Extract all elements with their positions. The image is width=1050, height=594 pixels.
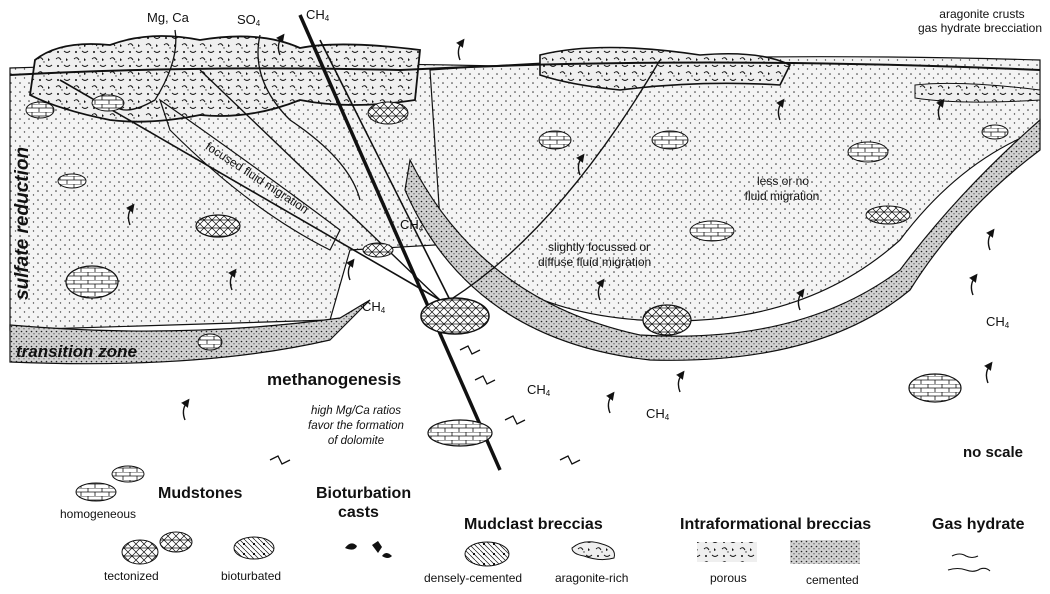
legend-mudstones-title: Mudstones	[158, 485, 242, 503]
legend-mudstone-tectonized-symbol	[122, 540, 158, 564]
legend-aragonite-rich-label: aragonite-rich	[555, 572, 628, 586]
label-transition-zone: transition zone	[16, 342, 137, 362]
label-gas-hydrate-brecciation: gas hydrate brecciation	[910, 22, 1050, 36]
legend-intraformational-porous-symbol	[697, 542, 757, 562]
label-ch4-center-sub: 4	[419, 224, 423, 233]
label-slightly-focussed-2: diffuse fluid migration	[538, 256, 651, 270]
mudstone-concretion	[58, 174, 86, 188]
label-ch4-fault: CH4	[527, 383, 550, 398]
legend-intraformational-title: Intraformational breccias	[680, 516, 871, 534]
label-so4: SO4	[237, 13, 260, 28]
label-aragonite-crusts: aragonite crusts	[927, 8, 1037, 22]
label-ch4-bottom-sub: 4	[665, 413, 669, 422]
mudstone-concretion	[26, 102, 54, 118]
legend-gas-hydrate-symbol	[948, 554, 990, 571]
label-high-mg-ca-2: favor the formation	[296, 420, 416, 433]
label-ch4-center-base: CH	[400, 217, 419, 232]
legend-intraformational-cemented-symbol	[790, 540, 860, 564]
label-methanogenesis: methanogenesis	[267, 370, 401, 390]
breccia-cap-right	[540, 48, 790, 91]
label-no-scale: no scale	[963, 444, 1023, 461]
legend-bioturbation-title-2: casts	[338, 504, 379, 522]
label-ch4-center: CH4	[400, 218, 423, 233]
legend-densely-cemented-label: densely-cemented	[424, 572, 522, 586]
label-ch4-top: CH4	[306, 8, 329, 23]
legend-porous-label: porous	[710, 572, 747, 586]
label-high-mg-ca-1: high Mg/Ca ratios	[296, 405, 416, 418]
mudstone-concretion	[982, 125, 1008, 139]
label-ch4-right-base: CH	[986, 314, 1005, 329]
mudstone-concretion	[428, 420, 492, 446]
legend-mudclast-densely-cemented-symbol	[465, 542, 509, 566]
legend-mudstone-tectonized-symbol	[160, 532, 192, 552]
label-ch4-base: CH	[306, 7, 325, 22]
label-ch4-sub: 4	[325, 14, 329, 23]
legend-homogeneous-label: homogeneous	[60, 508, 136, 522]
mudstone-concretion	[363, 243, 393, 257]
mudstone-concretion	[866, 206, 910, 224]
label-so4-base: SO	[237, 12, 256, 27]
label-ch4-left-base: CH	[362, 299, 381, 314]
mudstone-concretion	[92, 95, 124, 111]
label-ch4-right-sub: 4	[1005, 321, 1009, 330]
label-less-or-no-1: less or no	[738, 175, 828, 189]
label-ch4-right: CH4	[986, 315, 1009, 330]
mudstone-concretion	[848, 142, 888, 162]
legend-mudstone-homogeneous-symbol	[112, 466, 144, 482]
legend-mudstone-homogeneous-symbol	[76, 483, 116, 501]
legend-bioturbation-title-1: Bioturbation	[316, 485, 411, 503]
mudstone-concretion	[690, 221, 734, 241]
legend-gas-hydrate-title: Gas hydrate	[932, 516, 1024, 534]
label-ch4-fault-sub: 4	[546, 389, 550, 398]
mudstone-concretion	[198, 334, 222, 350]
mudstone-concretion	[196, 215, 240, 237]
legend-cemented-label: cemented	[806, 574, 859, 588]
label-sulfate-reduction: sulfate reduction	[12, 147, 34, 300]
legend-mudclast-title: Mudclast breccias	[464, 516, 603, 534]
label-ch4-left: CH4	[362, 300, 385, 315]
label-less-or-no-2: fluid migration	[732, 190, 832, 204]
legend-bioturbation-casts-symbol	[345, 541, 392, 558]
label-so4-sub: 4	[256, 19, 260, 28]
label-ch4-fault-base: CH	[527, 382, 546, 397]
label-ch4-bottom-base: CH	[646, 406, 665, 421]
mudstone-concretion	[643, 305, 691, 335]
label-ch4-left-sub: 4	[381, 306, 385, 315]
mudstone-concretion	[909, 374, 961, 402]
label-slightly-focussed-1: slightly focussed or	[548, 241, 650, 255]
label-ch4-bottom: CH4	[646, 407, 669, 422]
label-mg-ca: Mg, Ca	[147, 11, 189, 26]
mudstone-concretion	[539, 131, 571, 149]
legend-mudstone-bioturbated-symbol	[234, 537, 274, 559]
mudstone-concretion	[368, 102, 408, 124]
mudstone-concretion	[652, 131, 688, 149]
legend-tectonized-label: tectonized	[104, 570, 159, 584]
label-high-mg-ca-3: of dolomite	[296, 435, 416, 448]
legend-mudclast-aragonite-rich-symbol	[572, 542, 615, 560]
mudstone-concretion	[421, 298, 489, 334]
legend-bioturbated-label: bioturbated	[221, 570, 281, 584]
mudstone-concretion	[66, 266, 118, 298]
